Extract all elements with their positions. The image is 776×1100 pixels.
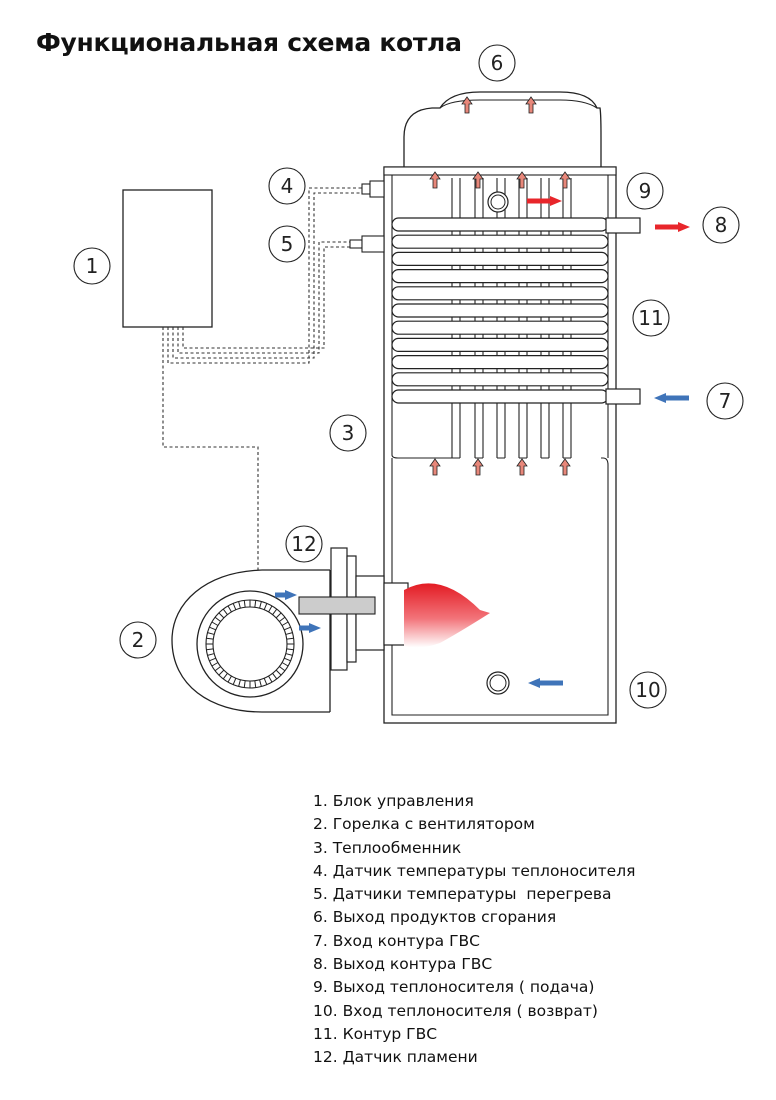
legend-item: 5. Датчики температуры перегрева xyxy=(313,885,612,904)
flue-gas-arrow xyxy=(559,171,571,189)
air-inlet-arrow-top xyxy=(275,590,297,600)
flow-arrows xyxy=(275,96,690,688)
legend-item: 12. Датчик пламени xyxy=(313,1048,478,1067)
legend-item: 11. Контур ГВС xyxy=(313,1024,438,1043)
dhw-inlet-arrow xyxy=(654,393,689,403)
control-unit-box xyxy=(122,189,213,328)
callout-9: 9 xyxy=(626,172,664,210)
svg-text:3: 3 xyxy=(342,421,355,445)
svg-text:11: 11 xyxy=(638,306,663,330)
flue-exit-arrow xyxy=(461,96,473,114)
legend-item: 7. Вход контура ГВС xyxy=(313,931,481,950)
svg-text:5: 5 xyxy=(281,232,294,256)
callout-8: 8 xyxy=(702,206,740,244)
combustion-gas-arrow xyxy=(472,458,484,476)
combustion-gas-arrow xyxy=(516,458,528,476)
svg-text:12: 12 xyxy=(291,532,316,556)
burner-fan xyxy=(171,547,409,713)
svg-text:6: 6 xyxy=(491,51,504,75)
flue-exit-arrow xyxy=(525,96,537,114)
legend-item: 6. Выход продуктов сгорания xyxy=(313,908,557,927)
callout-12: 12 xyxy=(285,525,323,563)
svg-text:9: 9 xyxy=(639,179,652,203)
sensor-wires xyxy=(162,187,362,570)
callout-4: 4 xyxy=(268,167,306,205)
combustion-gas-arrow xyxy=(559,458,571,476)
svg-text:1: 1 xyxy=(86,254,99,278)
dhw-coil xyxy=(391,217,609,404)
page-title: Функциональная схема котла xyxy=(36,28,462,57)
callout-10: 10 xyxy=(629,671,667,709)
svg-text:7: 7 xyxy=(719,389,732,413)
callout-3: 3 xyxy=(329,414,367,452)
callout-5: 5 xyxy=(268,225,306,263)
svg-text:10: 10 xyxy=(635,678,660,702)
legend-item: 8. Выход контура ГВС xyxy=(313,955,493,974)
legend-item: 9. Выход теплоносителя ( подача) xyxy=(313,978,595,997)
dhw-outlet-pipe xyxy=(605,217,641,234)
combustion-gas-arrow xyxy=(429,458,441,476)
legend-item: 4. Датчик температуры теплоносителя xyxy=(313,861,636,880)
flue-gas-arrow xyxy=(516,171,528,189)
svg-text:4: 4 xyxy=(281,174,294,198)
flue-gas-arrow xyxy=(472,171,484,189)
callout-7: 7 xyxy=(706,382,744,420)
dhw-outlet-arrow xyxy=(655,222,690,232)
legend-item: 3. Теплообменник xyxy=(313,838,462,857)
sensor-4 xyxy=(361,180,385,198)
supply-arrow xyxy=(527,196,562,206)
legend-item: 2. Горелка с вентилятором xyxy=(313,815,535,834)
callout-6: 6 xyxy=(478,44,516,82)
burner-flame xyxy=(404,583,490,648)
legend-list: 1. Блок управления 2. Горелка с вентилято… xyxy=(313,790,635,1070)
dhw-inlet-pipe xyxy=(605,388,641,405)
svg-text:8: 8 xyxy=(715,213,728,237)
flue-gas-arrow xyxy=(429,171,441,189)
legend-item: 1. Блок управления xyxy=(313,792,474,810)
sensor-5 xyxy=(349,235,385,253)
air-inlet-arrow-bottom xyxy=(299,623,321,633)
flame-sensor xyxy=(298,596,376,615)
return-arrow xyxy=(528,678,563,688)
callout-11: 11 xyxy=(632,299,670,337)
callout-2: 2 xyxy=(119,621,157,659)
callout-1: 1 xyxy=(73,247,111,285)
flue-hood xyxy=(403,91,602,169)
legend-item: 10. Вход теплоносителя ( возврат) xyxy=(313,1001,598,1020)
svg-text:2: 2 xyxy=(132,628,145,652)
